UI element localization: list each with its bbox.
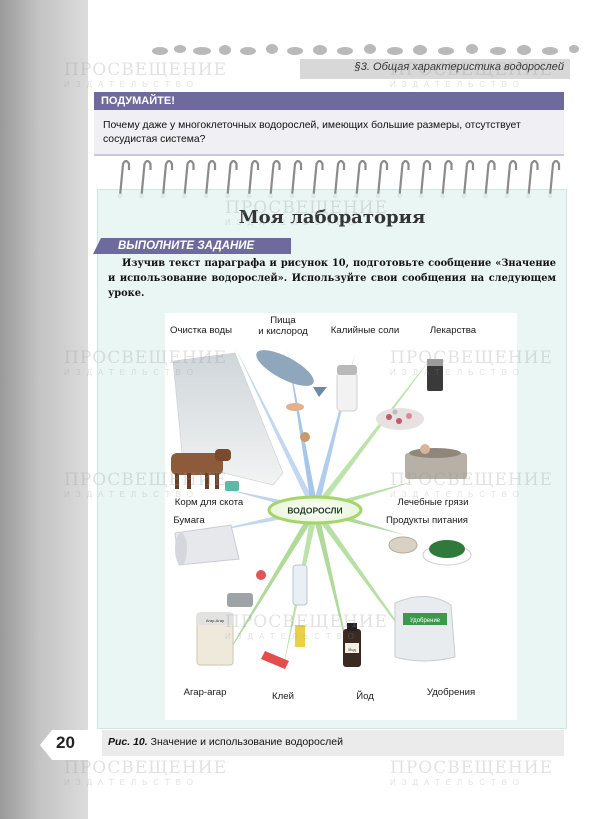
spiral-hole (160, 193, 166, 199)
section-header-strip (300, 59, 570, 79)
diagram-label: Лечебные грязи (398, 497, 469, 508)
diagram-label: Бумага (173, 515, 205, 526)
algae-uses-diagram: Йод Удобрение Агар-Агар ВОДОРОСЛИ Очистк… (165, 313, 517, 720)
spiral-ring (484, 159, 496, 197)
think-box: ПОДУМАЙТЕ! Почему даже у многоклеточных … (94, 92, 564, 156)
diagram-hub: ВОДОРОСЛИ (267, 495, 363, 525)
spiral-hole (311, 193, 316, 199)
lab-title: Моя лаборатория (238, 207, 426, 228)
mud-bath-image (405, 444, 467, 479)
task-label: ВЫПОЛНИТЕ ЗАДАНИЕ (93, 238, 291, 254)
diagram-spoke (235, 347, 318, 512)
spiral-ring (183, 159, 195, 197)
diagram-label: Продукты питания (386, 515, 468, 526)
section-header: §3. Общая характеристика водорослей (354, 61, 564, 73)
think-question: Почему даже у многоклеточных водорослей,… (103, 120, 521, 145)
spiral-hole (246, 193, 252, 199)
agar-jar-image: Агар-Агар (196, 612, 234, 666)
spiral-ring (419, 159, 432, 197)
agar-jar-label: Агар-Агар (206, 618, 225, 623)
spiral-ring (118, 159, 131, 197)
spiral-ring (140, 159, 152, 197)
spiral-ring (161, 159, 174, 197)
food-image (388, 536, 472, 566)
caption-text: Значение и использование водорослей (150, 736, 343, 748)
animal-silhouettes-decoration (152, 44, 579, 55)
diagram-spoke (217, 508, 318, 671)
diagram-label: Агар-агар (184, 687, 227, 698)
spiral-ring (355, 159, 367, 197)
diagram-label: Калийные соли (331, 325, 399, 336)
diagram-label: Очистка воды (170, 325, 232, 336)
spiral-hole (182, 193, 187, 199)
spiral-ring (226, 159, 238, 197)
pills-image (376, 359, 443, 430)
diagram-label: Удобрения (427, 687, 475, 698)
glue-and-cans-image (227, 564, 308, 669)
caption-strip (102, 730, 564, 756)
salt-shaker-image (336, 365, 358, 412)
spiral-hole (139, 193, 144, 199)
diagram-spoke (287, 349, 319, 511)
spiral-ring (204, 159, 217, 197)
page-number: 20 (56, 733, 75, 752)
spiral-hole (418, 193, 424, 199)
spiral-hole (440, 193, 445, 199)
book-spine (0, 0, 88, 819)
think-title: ПОДУМАЙТЕ! (94, 92, 564, 110)
fertilizer-sack-label: Удобрение (410, 618, 441, 624)
task-text: Изучив текст параграфа и рисунок 10, под… (108, 258, 556, 299)
diagram-label: Лекарства (430, 325, 477, 336)
spiral-hole (483, 193, 488, 199)
spiral-hole (375, 193, 381, 199)
diagram-label: Корм для скота (175, 497, 244, 508)
fish-image (256, 350, 327, 442)
spiral-ring (290, 159, 303, 197)
hub-label: ВОДОРОСЛИ (287, 506, 342, 516)
spiral-hole (547, 193, 553, 199)
paper-roll-image (174, 524, 240, 566)
notebook-spiral-decoration (117, 159, 561, 199)
iodine-bottle-label: Йод (348, 647, 356, 652)
spiral-ring (527, 159, 539, 197)
spiral-hole (354, 193, 359, 199)
cow-image (171, 449, 239, 491)
spiral-hole (504, 193, 510, 199)
spiral-hole (461, 193, 467, 199)
spiral-hole (117, 193, 123, 199)
diagram-spoke (311, 509, 353, 671)
spiral-ring (247, 159, 260, 197)
spiral-ring (398, 159, 410, 197)
page-number-tab (40, 730, 102, 760)
caption-ref: Рис. 10. (108, 736, 148, 748)
water-treatment-photo (172, 352, 284, 486)
spiral-ring (505, 159, 518, 197)
spiral-hole (203, 193, 209, 199)
spiral-hole (332, 193, 338, 199)
spiral-hole (289, 193, 295, 199)
spiral-ring (269, 159, 281, 197)
spiral-hole (225, 193, 230, 199)
figure-caption: Рис. 10. Значение и использование водоро… (108, 736, 343, 748)
diagram-spoke (312, 353, 435, 512)
spiral-hole (397, 193, 402, 199)
spiral-ring (312, 159, 324, 197)
iodine-bottle-image: Йод (343, 623, 361, 667)
spiral-ring (441, 159, 453, 197)
spiral-ring (462, 159, 475, 197)
spiral-ring (376, 159, 389, 197)
spiral-ring (548, 159, 561, 197)
spiral-hole (268, 193, 273, 199)
spiral-ring (333, 159, 346, 197)
diagram-label: Йод (356, 690, 374, 702)
fertilizer-sack-image: Удобрение (394, 596, 456, 662)
spiral-hole (526, 193, 531, 199)
diagram-label: Клей (272, 691, 294, 702)
